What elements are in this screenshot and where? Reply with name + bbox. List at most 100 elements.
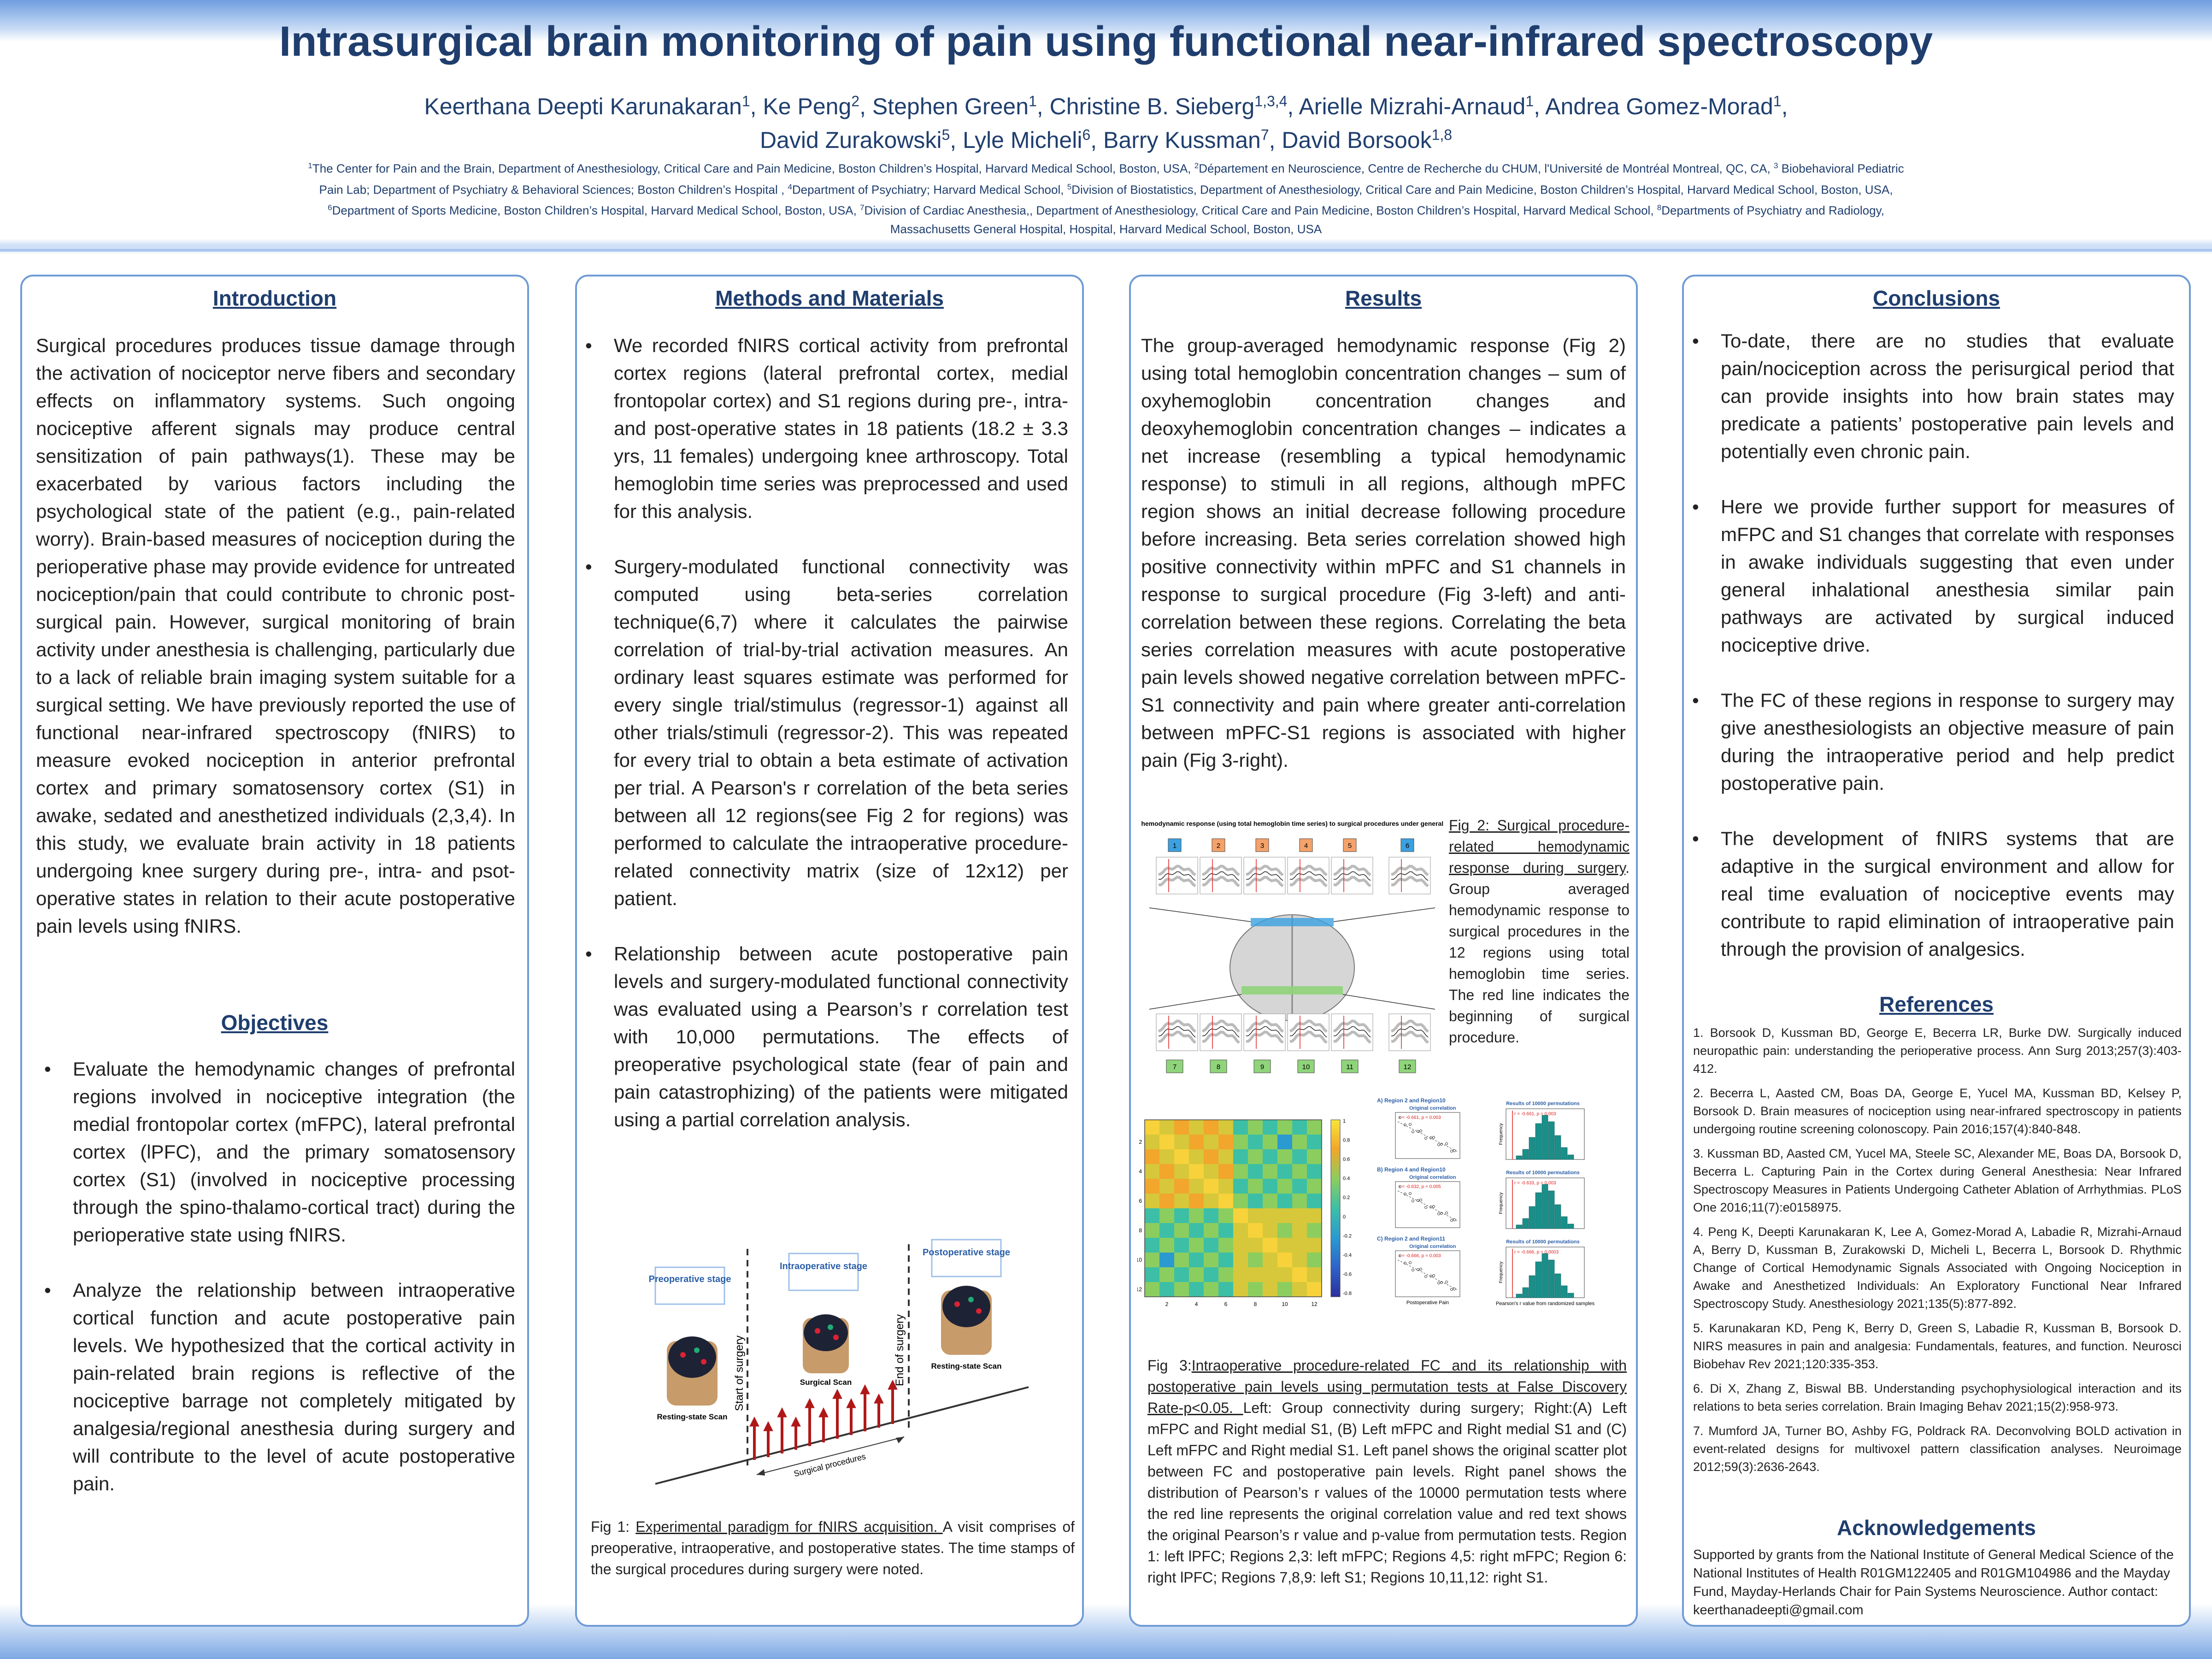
scatter-point [1445,1281,1448,1283]
affiliation-text: Departments of Psychiatry and Radiology,… [890,203,1884,236]
matrix-cell [1233,1267,1248,1282]
matrix-cell [1189,1120,1204,1135]
matrix-cell [1292,1267,1307,1282]
fig2-title: B) Average hemodynamic response (using t… [1140,820,1444,827]
matrix-cell [1145,1238,1159,1253]
matrix-cell [1248,1164,1263,1179]
matrix-cell [1159,1179,1174,1194]
affiliation-number: 6 [328,203,332,212]
region-label: 6 [1406,842,1409,850]
methods-panel: Methods and Materials We recorded fNIRS … [575,275,1084,1627]
author-affiliation-number: 6 [1082,126,1091,143]
stage-intra-label: Intraoperative stage [780,1261,867,1271]
figure-1-caption: Fig 1: Experimental paradigm for fNIRS a… [591,1516,1075,1580]
matrix-cell [1263,1223,1277,1238]
figure-2-caption: Fig 2: Surgical procedure-related hemody… [1449,815,1630,1048]
results-text: The group-averaged hemodynamic response … [1141,335,1626,771]
confidence-band [1333,865,1371,877]
matrix-cell [1233,1149,1248,1164]
fig1-caption-text: A visit comprises of preoperative, intra… [591,1518,1075,1577]
matrix-cell [1277,1267,1292,1282]
matrix-cell [1292,1149,1307,1164]
histogram-bar [1535,1123,1542,1160]
region-label: 9 [1260,1063,1264,1071]
affiliation-text: Biobehavioral Pediatric Pain Lab; Depart… [319,161,1904,197]
scatter-stat: r = -0.632, p = 0.005 [1399,1184,1441,1189]
matrix-cell [1307,1208,1322,1223]
introduction-text: Surgical procedures produces tissue dama… [36,335,515,937]
author-name: Stephen Green [872,93,1029,119]
mean-response-line [1391,1026,1429,1038]
matrix-tick-x: 6 [1224,1301,1228,1307]
reference-item: 3. Kussman BD, Aasted CM, Yucel MA, Stee… [1693,1147,2182,1214]
matrix-frame [1144,1119,1322,1297]
results-panel: Results The group-averaged hemodynamic r… [1129,275,1638,1627]
matrix-cell [1218,1223,1233,1238]
region-box-top [1168,838,1182,852]
scatter-point [1417,1268,1419,1271]
scatter-point [1424,1206,1427,1209]
scatter-point [1399,1116,1401,1119]
scatter-stat: r = -0.661, p = 0.003 [1399,1115,1441,1120]
author-affiliation-number: 1 [1525,93,1534,109]
matrix-cell [1218,1253,1233,1267]
colorbar [1330,1119,1341,1297]
regression-line [1397,1259,1458,1290]
matrix-cell [1307,1164,1322,1179]
matrix-cell [1145,1194,1159,1208]
colorbar-tick: -0.2 [1343,1233,1352,1239]
matrix-cell [1263,1135,1277,1149]
reference-item: 1. Borsook D, Kussman BD, George E, Bece… [1693,1026,2182,1076]
matrix-cell [1204,1267,1218,1282]
matrix-tick-y: 6 [1139,1198,1142,1204]
scatter-title: C) Region 2 and Region11 [1377,1235,1445,1242]
matrix-cell [1218,1164,1233,1179]
scatter-point [1419,1268,1422,1271]
author-affiliation-number: 2 [851,93,860,109]
matrix-cell [1263,1208,1277,1223]
matrix-cell [1233,1194,1248,1208]
scan-mid-label: Surgical Scan [800,1378,852,1387]
histogram-bar [1529,1275,1535,1298]
author-affiliation-number: 1,3,4 [1254,93,1288,109]
matrix-cell [1218,1208,1233,1223]
acknowledgements-text: Supported by grants from the National In… [1693,1547,2174,1618]
conclusion-item: The development of fNIRS systems that ar… [1684,825,2174,963]
histogram-bar [1522,1218,1529,1229]
matrix-cell [1263,1120,1277,1135]
matrix-cell [1174,1208,1189,1223]
histogram-bar [1535,1192,1542,1229]
region-label: 5 [1348,842,1352,850]
mean-response-line [1333,1026,1371,1038]
matrix-cell [1263,1253,1277,1267]
matrix-tick-x: 10 [1282,1301,1288,1307]
histogram-bar [1548,1190,1555,1229]
confidence-band [1333,876,1371,888]
matrix-cell [1159,1120,1174,1135]
matrix-cell [1277,1238,1292,1253]
author-list: Keerthana Deepti Karunakaran1, Ke Peng2,… [424,93,1788,153]
matrix-cell [1189,1149,1204,1164]
matrix-cell [1204,1194,1218,1208]
matrix-cell [1307,1267,1322,1282]
scatter-plot-frame [1395,1250,1460,1297]
conclusions-heading: Conclusions [1872,286,2000,310]
reference-item: 2. Becerra L, Aasted CM, Boas DA, George… [1693,1086,2182,1136]
histogram-bar [1561,1216,1568,1229]
matrix-cell [1292,1208,1307,1223]
matrix-cell [1307,1179,1322,1194]
scatter-title: B) Region 4 and Region10 [1377,1166,1446,1173]
scatter-title: A) Region 2 and Region10 [1377,1097,1446,1104]
histogram-bar [1567,1154,1574,1160]
matrix-cell [1174,1282,1189,1297]
matrix-cell [1189,1253,1204,1267]
matrix-cell [1292,1223,1307,1238]
scatter-point [1440,1281,1443,1284]
matrix-cell [1189,1223,1204,1238]
regression-line [1397,1121,1458,1152]
matrix-cell [1307,1223,1322,1238]
matrix-cell [1204,1238,1218,1253]
author-name: Andrea Gomez-Morad [1545,93,1773,119]
scatter-stat: r = -0.666, p = 0.003 [1399,1253,1441,1259]
affiliation-text: Division of Cardiac Anesthesia,, Departm… [864,203,1657,218]
